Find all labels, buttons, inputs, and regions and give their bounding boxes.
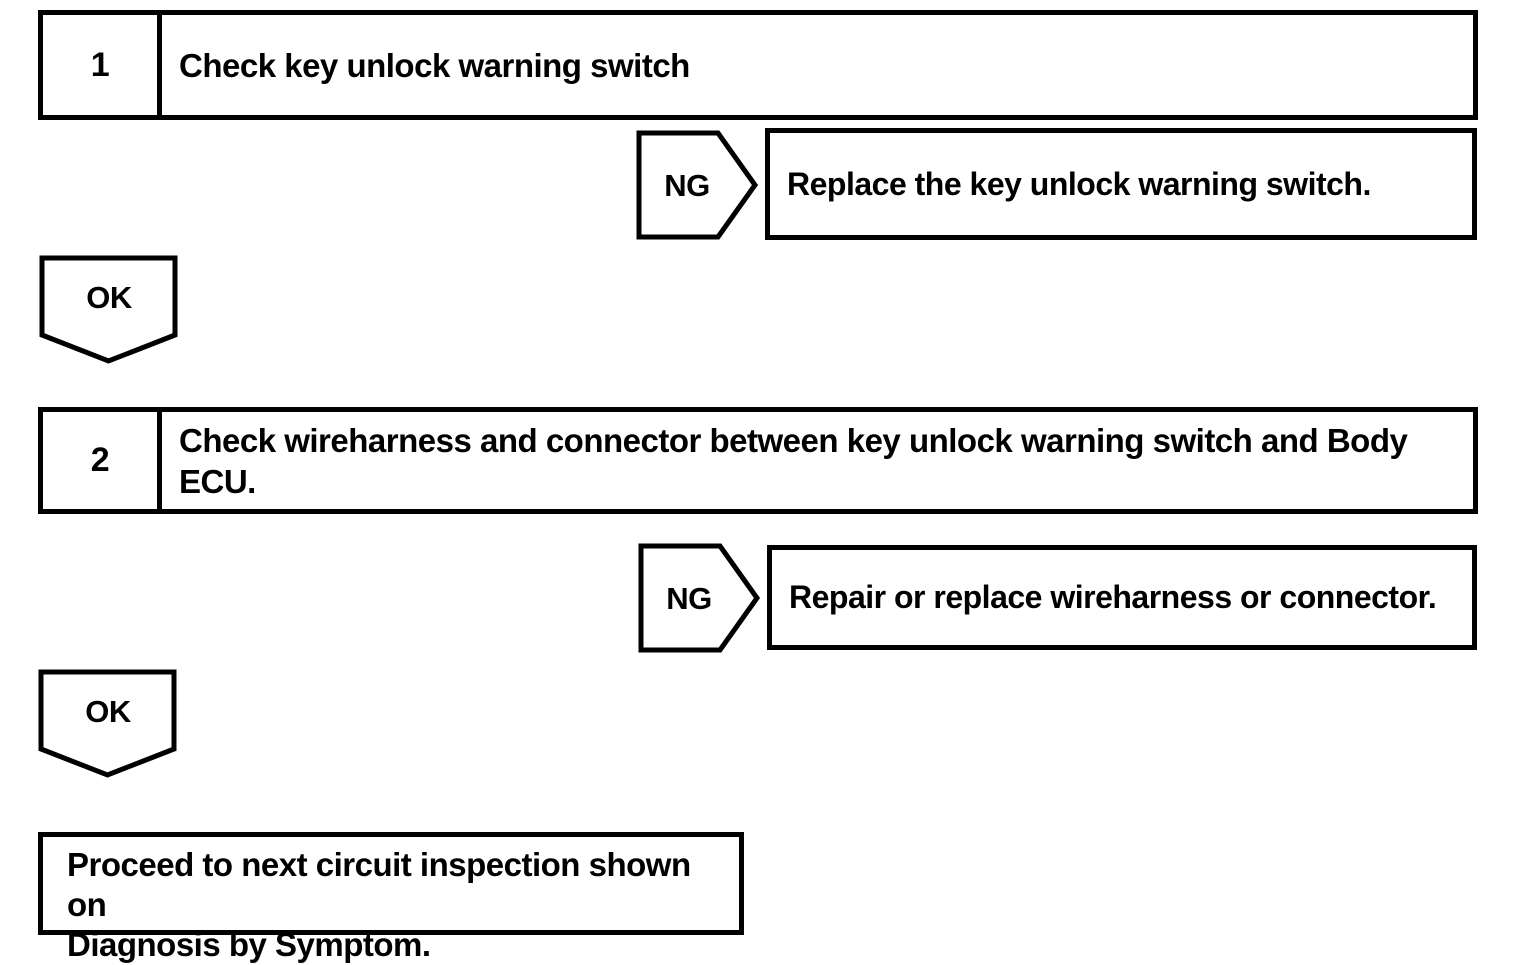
ng-arrow-2: NG [638, 543, 761, 653]
step-1-number: 1 [43, 15, 162, 115]
step-2-title-line: ECU. [179, 462, 256, 500]
ng-arrow-2-label: NG [666, 581, 712, 616]
ok-connector-1-label: OK [86, 280, 133, 315]
ok-connector-1-pentagon [39, 255, 178, 364]
ng-arrow-2-pentagon [638, 543, 761, 653]
terminal-line: Diagnosis by Symptom. [67, 926, 431, 963]
ok-connector-1: OK [39, 255, 178, 364]
ng-arrow-1-pentagon [636, 130, 759, 240]
step-1-title-line: Check key unlock warning switch [179, 46, 690, 84]
ng-arrow-1: NG [636, 130, 759, 240]
ok-connector-2-pentagon [38, 669, 177, 778]
terminal-line: Proceed to next circuit inspection shown… [67, 846, 691, 923]
step-1-box: 1 Check key unlock warning switch [38, 10, 1478, 120]
step-2-title: Check wireharness and connector between … [162, 412, 1473, 509]
ok-connector-2: OK [38, 669, 177, 778]
step-2-title-line: Check wireharness and connector between … [179, 421, 1408, 459]
ng-result-text-1: Replace the key unlock warning switch. [787, 165, 1371, 202]
ng-result-text-2: Repair or replace wireharness or connect… [789, 579, 1437, 615]
ng-arrow-1-label: NG [664, 168, 710, 203]
ng-result-box-1: Replace the key unlock warning switch. [765, 128, 1477, 240]
step-2-box: 2 Check wireharness and connector betwee… [38, 407, 1478, 514]
ng-result-box-2: Repair or replace wireharness or connect… [767, 545, 1477, 650]
step-2-number: 2 [43, 412, 162, 509]
ok-connector-2-label: OK [85, 694, 132, 729]
step-1-title: Check key unlock warning switch [162, 15, 1473, 115]
terminal-box: Proceed to next circuit inspection shown… [38, 832, 744, 963]
